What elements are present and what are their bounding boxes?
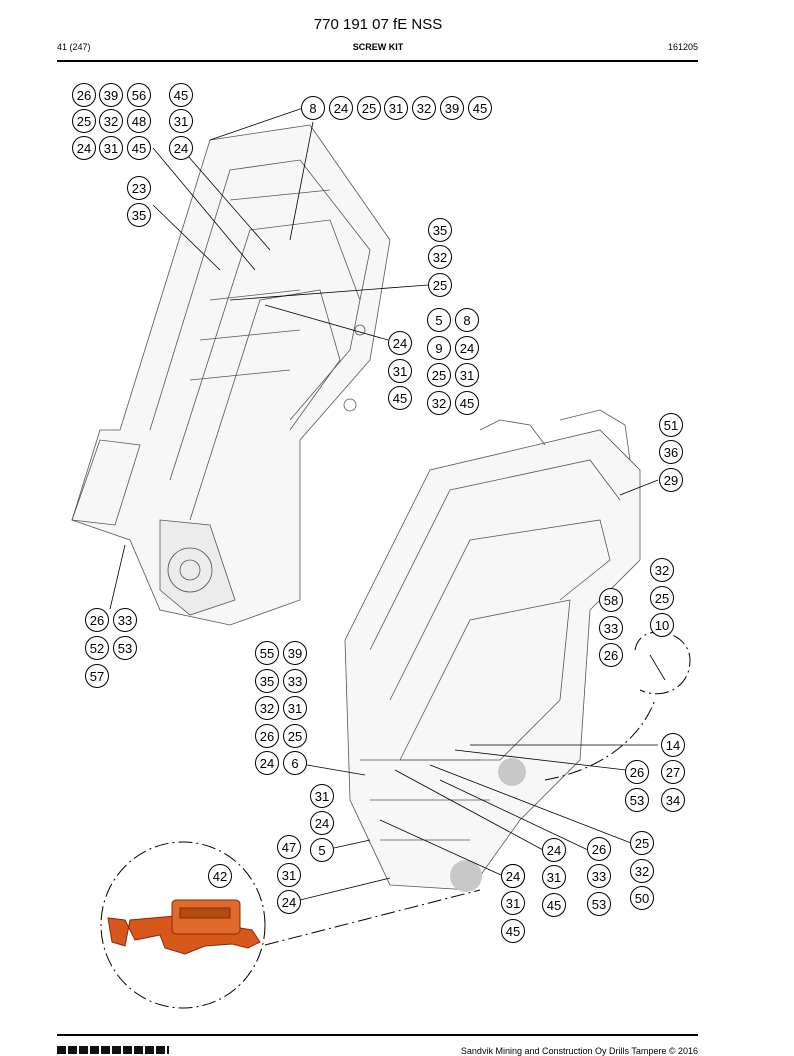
part-callout: 32 [427, 391, 451, 415]
part-callout: 32 [255, 696, 279, 720]
part-callout: 24 [169, 136, 193, 160]
part-callout: 24 [542, 838, 566, 862]
part-callout: 24 [455, 336, 479, 360]
part-callout: 45 [542, 893, 566, 917]
part-callout: 25 [357, 96, 381, 120]
page-number: 41 (247) [57, 42, 91, 52]
lower-frame-drawing [344, 409, 641, 892]
part-callout: 31 [169, 109, 193, 133]
part-callout: 26 [72, 83, 96, 107]
part-callout: 52 [85, 636, 109, 660]
upper-frame-drawing [71, 124, 391, 626]
part-callout: 39 [283, 641, 307, 665]
part-callout: 5 [427, 308, 451, 332]
part-callout: 14 [661, 733, 685, 757]
part-callout: 26 [255, 724, 279, 748]
footer-rule [57, 1034, 698, 1036]
part-callout: 26 [625, 760, 649, 784]
part-callout: 9 [427, 336, 451, 360]
part-callout: 8 [301, 96, 325, 120]
part-callout: 31 [501, 891, 525, 915]
part-callout: 35 [127, 203, 151, 227]
part-callout: 55 [255, 641, 279, 665]
part-callout: 39 [440, 96, 464, 120]
part-callout: 33 [587, 864, 611, 888]
part-callout: 27 [661, 760, 685, 784]
part-callout: 42 [208, 864, 232, 888]
part-callout: 32 [630, 859, 654, 883]
part-callout: 33 [599, 616, 623, 640]
header-rule [57, 60, 698, 62]
part-callout: 45 [388, 386, 412, 410]
part-callout: 57 [85, 664, 109, 688]
part-callout: 5 [310, 838, 334, 862]
detail-circles [100, 631, 691, 1009]
part-callout: 24 [255, 751, 279, 775]
part-callout: 32 [412, 96, 436, 120]
part-callout: 24 [388, 331, 412, 355]
door-latch-detail [107, 899, 261, 955]
part-callout: 32 [428, 245, 452, 269]
part-callout: 8 [455, 308, 479, 332]
part-callout: 25 [72, 109, 96, 133]
part-callout: 47 [277, 835, 301, 859]
part-callout: 24 [329, 96, 353, 120]
part-callout: 6 [283, 751, 307, 775]
part-callout: 31 [283, 696, 307, 720]
part-callout: 25 [630, 831, 654, 855]
part-callout: 56 [127, 83, 151, 107]
part-callout: 31 [455, 363, 479, 387]
part-callout: 45 [468, 96, 492, 120]
part-callout: 31 [384, 96, 408, 120]
part-callout: 31 [388, 359, 412, 383]
part-callout: 51 [659, 413, 683, 437]
part-callout: 48 [127, 109, 151, 133]
part-callout: 45 [501, 919, 525, 943]
copyright-footer: Sandvik Mining and Construction Oy Drill… [460, 1046, 698, 1056]
part-callout: 31 [310, 784, 334, 808]
part-callout: 24 [310, 811, 334, 835]
document-number: 770 191 07 fE NSS [313, 16, 443, 33]
part-callout: 25 [427, 363, 451, 387]
part-callout: 26 [587, 837, 611, 861]
part-callout: 24 [501, 864, 525, 888]
part-callout: 24 [72, 136, 96, 160]
part-callout: 33 [113, 608, 137, 632]
part-callout: 25 [283, 724, 307, 748]
page-title: SCREW KIT [352, 42, 404, 52]
part-callout: 53 [113, 636, 137, 660]
part-callout: 34 [661, 788, 685, 812]
part-callout: 53 [625, 788, 649, 812]
part-callout: 32 [99, 109, 123, 133]
part-callout: 25 [428, 273, 452, 297]
part-callout: 33 [283, 669, 307, 693]
part-callout: 32 [650, 558, 674, 582]
part-callout: 45 [127, 136, 151, 160]
part-callout: 10 [650, 613, 674, 637]
part-callout: 31 [277, 863, 301, 887]
part-callout: 39 [99, 83, 123, 107]
part-callout: 45 [455, 391, 479, 415]
part-callout: 26 [85, 608, 109, 632]
part-callout: 53 [587, 892, 611, 916]
revision-date: 161205 [667, 42, 698, 52]
part-callout: 26 [599, 643, 623, 667]
part-callout: 31 [99, 136, 123, 160]
part-callout: 25 [650, 586, 674, 610]
part-callout: 23 [127, 176, 151, 200]
leader-lines [109, 107, 666, 901]
part-callout: 45 [169, 83, 193, 107]
part-callout: 35 [255, 669, 279, 693]
part-callout: 29 [659, 468, 683, 492]
part-callout: 36 [659, 440, 683, 464]
part-callout: 50 [630, 886, 654, 910]
part-callout: 31 [542, 865, 566, 889]
part-callout: 58 [599, 588, 623, 612]
part-callout: 24 [277, 890, 301, 914]
part-callout: 35 [428, 218, 452, 242]
brand-logo [57, 1046, 169, 1054]
